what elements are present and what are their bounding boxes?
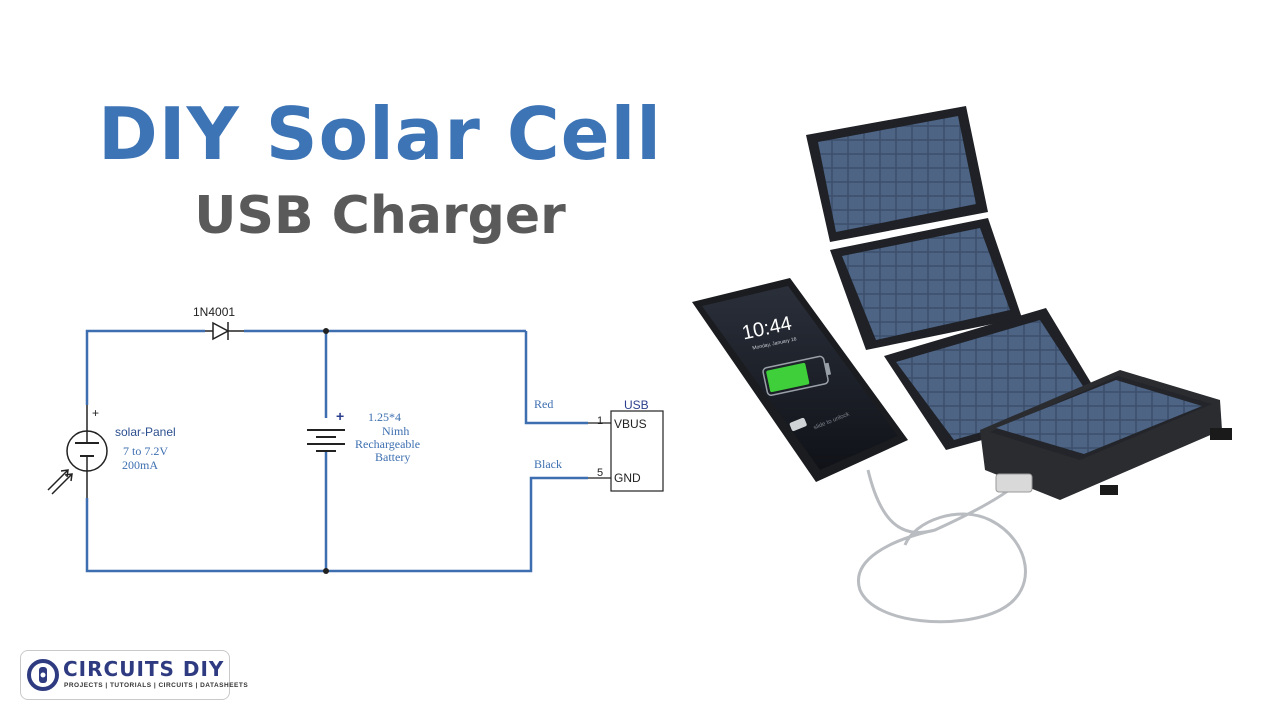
junction-dot [323,568,329,574]
solar-panel-second [830,218,1022,350]
page-title: DIY Solar Cell [98,92,662,176]
circuit-schematic: 1N4001 + solar-Panel 7 to 7.2V 200mA + 1… [47,305,664,574]
logo-icon [27,659,59,691]
pin5-number: 5 [597,467,603,479]
wire-label-red: Red [534,397,553,411]
bottom-wire [85,476,588,573]
top-wire [85,329,205,405]
panel-voltage: 7 to 7.2V [123,444,168,458]
smartphone: 10:44 Monday, January 16 slide to unlock [692,278,908,482]
battery-spec: 1.25*4 [368,410,401,424]
panel-polarity: + [92,406,99,420]
logo-name: CIRCUITS DIY [63,657,225,681]
pin1-number: 1 [597,415,603,427]
battery-symbol [307,429,345,452]
battery-type: Nimh [382,424,409,438]
usb-cable [857,469,1027,624]
red-wire [524,331,588,425]
power-bank [980,370,1232,500]
panel-name: solar-Panel [115,425,176,439]
unlock-slider [789,417,807,432]
diode-label: 1N4001 [193,305,235,319]
battery-desc1: Rechargeable [355,437,420,451]
product-illustration: 10:44 Monday, January 16 slide to unlock [692,106,1232,624]
panel-current: 200mA [122,458,158,472]
battery-charging-icon [762,355,832,396]
usb-connector [588,410,664,492]
logo-tagline: PROJECTS | TUTORIALS | CIRCUITS | DATASH… [64,682,249,689]
page-subtitle: USB Charger [194,186,566,246]
circuits-diy-logo[interactable]: CIRCUITS DIY PROJECTS | TUTORIALS | CIRC… [20,650,248,700]
battery-polarity: + [336,408,344,424]
usb-label: USB [624,398,649,412]
solar-panel-symbol [47,405,108,498]
pin1-name: VBUS [614,417,647,431]
junction-dot [323,328,329,334]
diode-symbol [205,321,244,341]
solar-panel-top [806,106,988,242]
battery-desc2: Battery [375,450,410,464]
pin5-name: GND [614,471,641,485]
wire-label-black: Black [534,457,562,471]
